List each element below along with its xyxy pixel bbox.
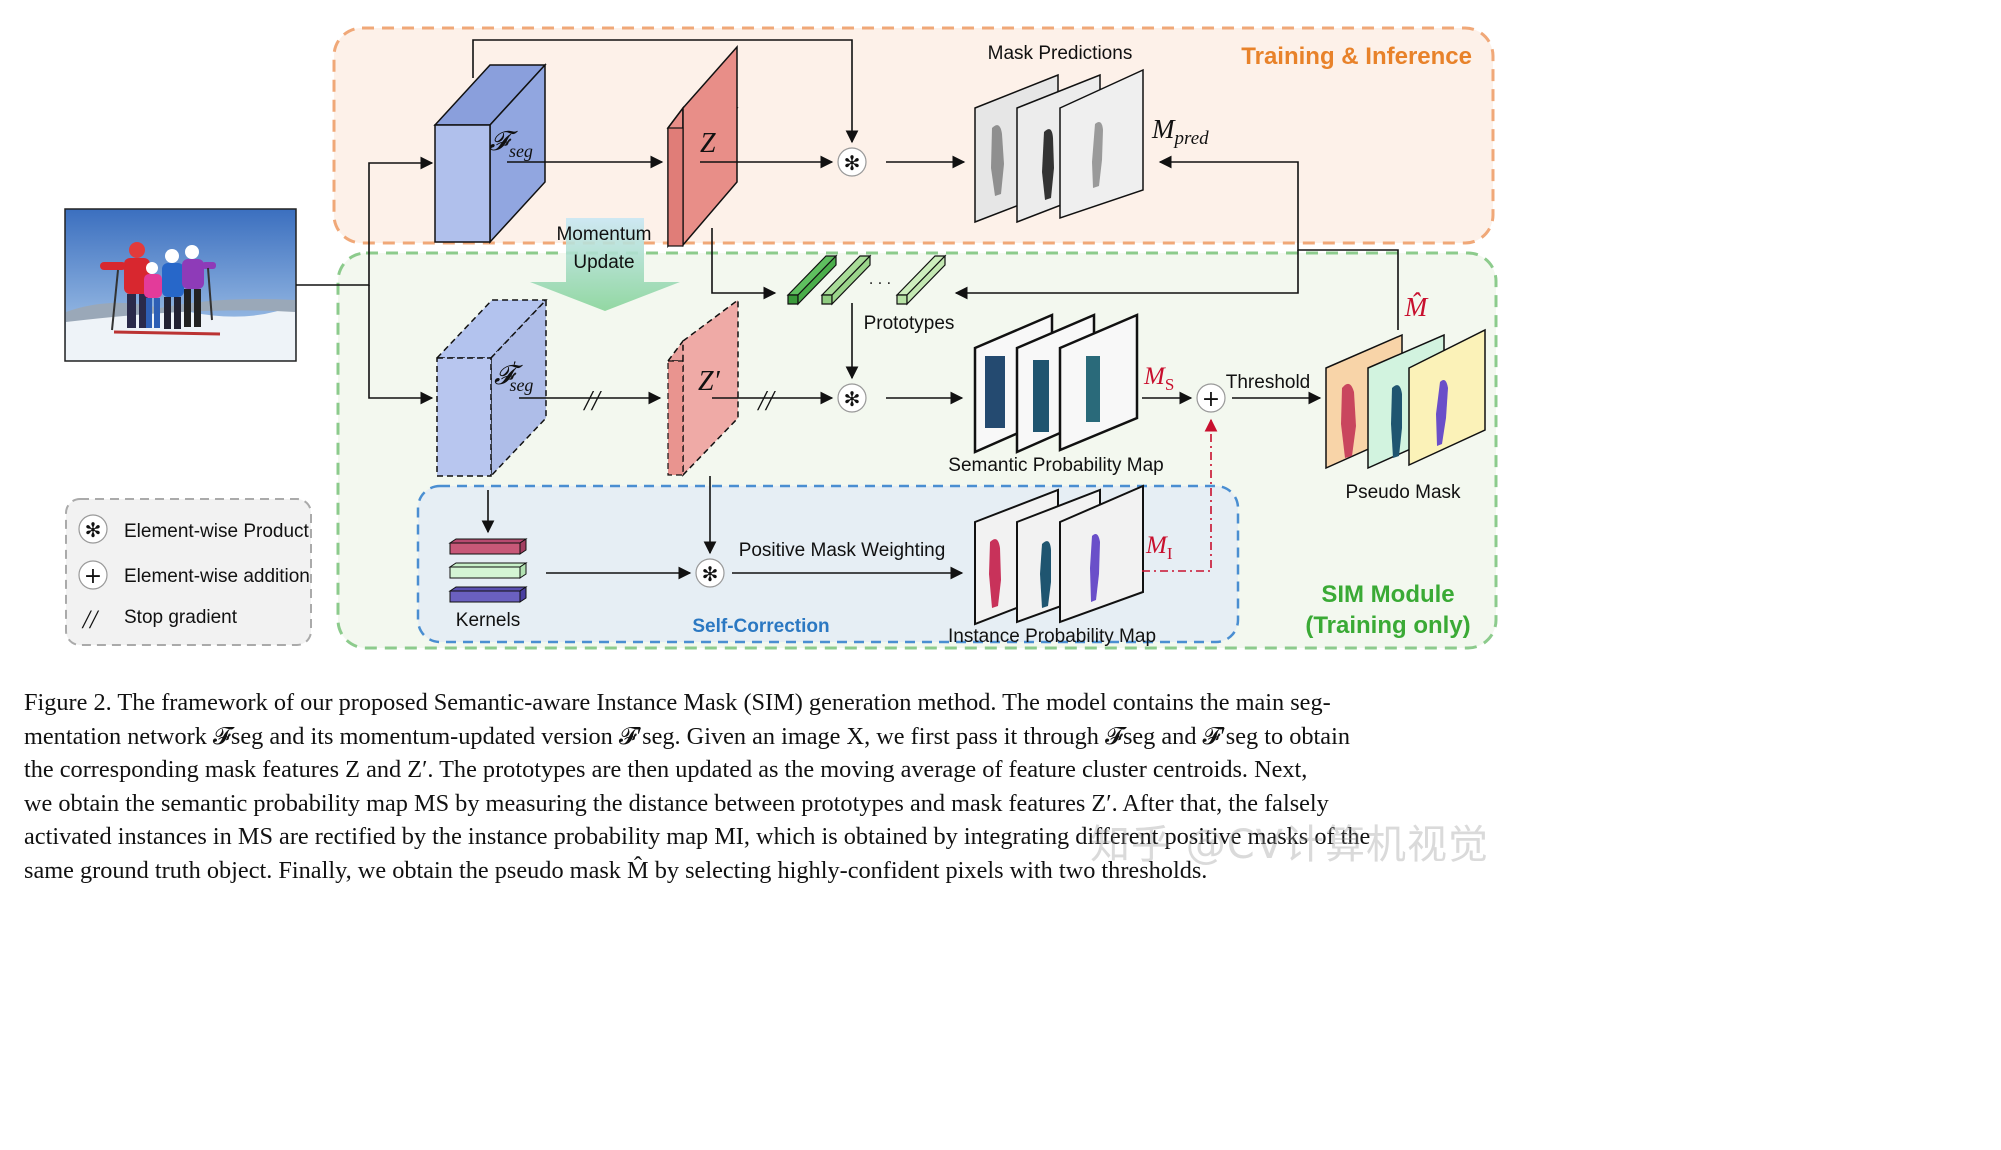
m-s-label: MS — [1143, 363, 1174, 394]
stop-gradient-mark-1: // — [582, 386, 602, 417]
momentum-label-line2: Update — [573, 252, 634, 273]
svg-text:✻: ✻ — [85, 518, 102, 542]
prototypes-label: Prototypes — [864, 313, 955, 334]
svg-text:+: + — [84, 564, 102, 589]
top-row-connections — [472, 39, 966, 300]
mask-predictions-label: Mask Predictions — [988, 43, 1133, 64]
momentum-label-line1: Momentum — [556, 224, 651, 245]
skiers-figures — [100, 242, 221, 336]
watermark: 知乎 @CV计算机视觉 — [1090, 822, 1490, 868]
m-i-label: MI — [1145, 532, 1173, 563]
input-image — [64, 208, 297, 362]
training-inference-region — [332, 26, 1495, 245]
threshold-label: Threshold — [1226, 372, 1311, 393]
legend-box — [65, 498, 312, 646]
legend-stop-gradient-icon: // — [81, 605, 100, 634]
product-op-bottom: ✻ — [695, 558, 725, 588]
z-prime-block — [666, 298, 740, 477]
z-prime-label: Z′ — [698, 366, 721, 397]
sim-module-title: SIM Module — [1321, 581, 1454, 608]
prototype-dots: · · · — [869, 276, 891, 292]
addition-op: + — [1196, 383, 1226, 413]
legend-addition-icon: + — [78, 560, 108, 590]
prototypes — [786, 254, 947, 306]
framework-diagram: Training & Inference SIM Module (Trainin… — [64, 26, 1498, 650]
semantic-probability-map-label: Semantic Probability Map — [948, 455, 1163, 476]
caption-line: the corresponding mask features Z and Z′… — [24, 756, 1308, 783]
product-op-top: ✻ — [837, 147, 867, 177]
svg-text:+: + — [1202, 387, 1220, 412]
instance-probability-map-label: Instance Probability Map — [948, 626, 1156, 647]
m-i-to-addition-connector — [1142, 418, 1218, 572]
svg-text:✻: ✻ — [844, 387, 861, 411]
mask-predictions-stack — [974, 68, 1144, 224]
svg-text:✻: ✻ — [844, 151, 861, 175]
svg-text:✻: ✻ — [702, 562, 719, 586]
caption-line: activated instances in MS are rectified … — [24, 823, 1371, 850]
fseg-prime-block — [435, 298, 548, 478]
figure-caption: Figure 2. The framework of our proposed … — [24, 686, 1540, 887]
semantic-probability-map-stack — [973, 313, 1139, 454]
caption-line: Figure 2. The framework of our proposed … — [24, 689, 1331, 716]
m-hat-label: M̂ — [1404, 292, 1429, 322]
pseudo-mask-stack — [1325, 328, 1486, 470]
caption-line: we obtain the semantic probability map M… — [24, 789, 1329, 817]
legend-product-label: Element-wise Product — [124, 521, 310, 542]
sim-module-subtitle: (Training only) — [1305, 612, 1470, 639]
z-label: Z — [700, 128, 716, 159]
pseudo-mask-label: Pseudo Mask — [1345, 482, 1461, 503]
training-inference-title: Training & Inference — [1241, 43, 1472, 70]
legend-addition-label: Element-wise addition — [124, 566, 310, 587]
caption-line: mentation network 𝓕seg and its momentum-… — [24, 722, 1350, 750]
middle-row-connections — [519, 155, 1399, 405]
instance-probability-map-stack — [974, 484, 1144, 626]
caption-line: same ground truth object. Finally, we ob… — [24, 856, 1208, 884]
input-connections — [296, 156, 434, 405]
fseg-block — [433, 63, 547, 244]
legend-product-icon: ✻ — [78, 514, 108, 544]
stop-gradient-mark-2: // — [756, 386, 776, 417]
legend-stop-gradient-label: Stop gradient — [124, 607, 238, 628]
kernels-label: Kernels — [456, 610, 520, 631]
product-op-middle: ✻ — [837, 383, 867, 413]
positive-mask-weighting-label: Positive Mask Weighting — [739, 540, 946, 561]
kernels — [448, 538, 528, 603]
self-correction-connections — [481, 476, 964, 580]
self-correction-title: Self-Correction — [692, 616, 829, 637]
z-block — [666, 45, 739, 249]
m-pred-label: Mpred — [1151, 114, 1209, 149]
momentum-update-arrow — [530, 218, 680, 311]
